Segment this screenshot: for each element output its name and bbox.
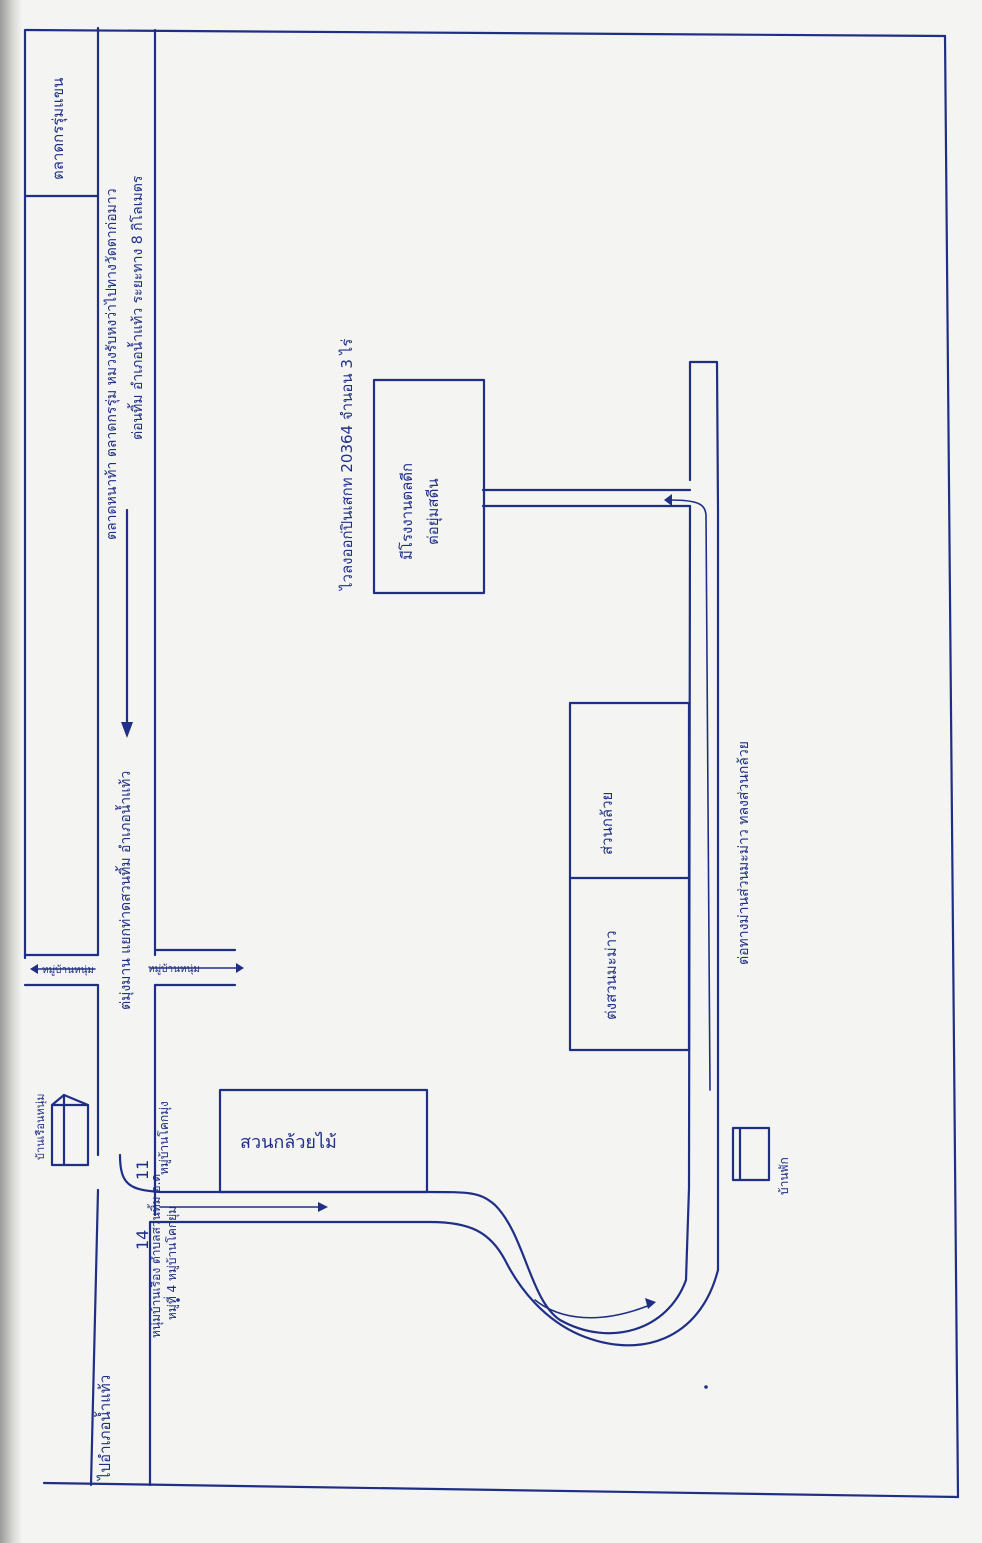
junction-label: ต่มุ่งมาน แยกท่าดสวนทิ้ม อำเภอน้ำแท้ว — [115, 771, 134, 1010]
ink-dot — [176, 1298, 180, 1302]
access-road — [118, 360, 720, 1347]
main-road-note-2: ต่อนทิ้ม อำเภอน้ำแท้ว ระยะทาง 8 กิโลเมตร — [127, 175, 146, 440]
market-label: ตลาดกรรุ่มแขน — [49, 78, 68, 180]
road-number-2: 14 — [133, 1230, 152, 1250]
lower-road-note: ต่อทางม่านส่วนมะม่าว ทลงส่วนกล้วย — [736, 741, 752, 965]
market-box: ตลาดกรรุ่มแขน — [23, 78, 100, 198]
side-road-left-label: หมู่บ้านหนุ่ม — [42, 964, 94, 976]
house-left-label: บ้านเรือนหนุ่ม — [34, 1094, 47, 1161]
village-label: หมู่บ้านโคกมุ่ง — [157, 1101, 172, 1175]
banana-orchid-box: สวนกล้วยไม้ — [218, 1088, 429, 1194]
bottom-left-label: ไปอำเภอน้ำแท้ว — [94, 1375, 114, 1481]
page-frame — [24, 28, 960, 1499]
main-road-note-1: ตลาดหนาท้า ตลาดกรรุ่ม หมวงรับหงว่าไปทางว… — [103, 188, 120, 540]
factory-note: ไวลงออก่ปินเสกท 20364 จำนอน 3 ไร่ — [338, 339, 356, 591]
road-number-1: 11 — [133, 1160, 152, 1180]
factory-box: มีโรงงานตลดีก ต่อยุ่มสดีน — [372, 378, 486, 595]
village-road-note: หนุ่มบ้านเรือง ตำบลสวนทิ้ม อ.ด — [147, 1174, 164, 1338]
side-road-right: หมู่บ้านหนุ่ม — [148, 948, 244, 987]
side-road-left: หมู่บ้านหนุ่ม — [23, 953, 100, 987]
scan-shadow — [0, 0, 22, 1543]
ink-dot — [704, 1385, 708, 1389]
direction-arrow-down — [121, 508, 133, 738]
village-road-note-2: หมู่ที่ 4 หมู่บ้านโคกยุ่ม — [163, 1206, 180, 1320]
factory-connector — [481, 488, 692, 508]
banana-garden-label: ส่วนกล้วย — [598, 792, 616, 855]
banana-orchid-label: สวนกล้วยไม้ — [240, 1131, 337, 1153]
house-right-icon — [731, 1126, 771, 1182]
gardens: ต่งสวนมะม่าว ส่วนกล้วย — [568, 701, 691, 1052]
house-right-label: บ้านพัก — [777, 1157, 791, 1195]
side-road-right-label: หมู่บ้านหนุ่ม — [148, 963, 200, 975]
factory-box-line-1: มีโรงงานตลดีก — [398, 463, 416, 560]
house-left-icon — [50, 1093, 90, 1167]
factory-box-line-2: ต่อยุ่มสดีน — [424, 478, 443, 545]
main-road — [23, 26, 157, 1487]
mango-garden-label: ต่งสวนมะม่าว — [602, 930, 620, 1020]
